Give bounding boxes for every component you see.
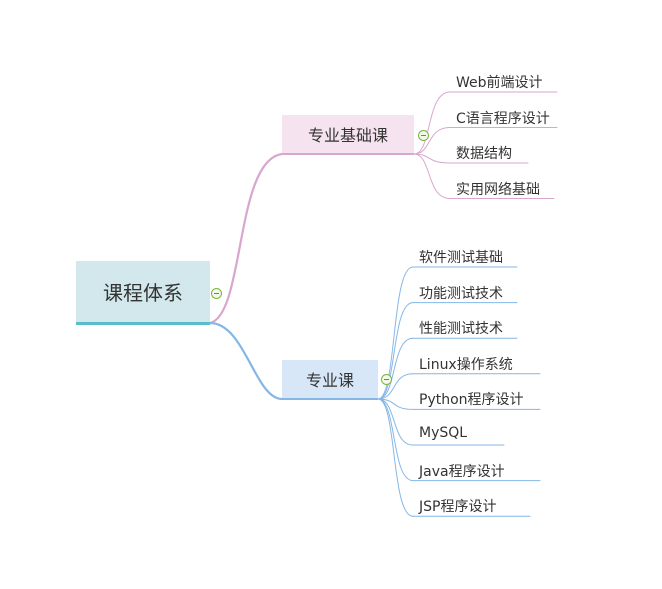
connector-0-2 (413, 153, 451, 164)
leaf-node-0-0[interactable]: Web前端设计 (456, 75, 543, 91)
leaf-node-1-0[interactable]: 软件测试基础 (419, 250, 503, 266)
leaf-node-0-1[interactable]: C语言程序设计 (456, 110, 550, 127)
root-to-foundation-connector (208, 152, 284, 325)
leaf-node-1-1[interactable]: 功能测试技术 (419, 285, 503, 302)
branch-node-foundation[interactable]: 专业基础课 (282, 115, 414, 155)
connector-0-1 (413, 127, 451, 155)
root-node[interactable]: 课程体系 (76, 261, 210, 325)
connector-1-7 (377, 398, 414, 517)
leaf-node-0-3[interactable]: 实用网络基础 (456, 181, 540, 198)
branch-node-major[interactable]: 专业课 (282, 360, 378, 400)
leaf-node-1-7[interactable]: JSP程序设计 (419, 499, 497, 516)
root-label: 课程体系 (103, 281, 183, 305)
leaf-node-1-2[interactable]: 性能测试技术 (419, 321, 503, 338)
foundation-collapse-icon[interactable] (418, 130, 429, 141)
leaf-node-1-3[interactable]: Linux操作系统 (419, 356, 513, 373)
connector-0-0 (413, 91, 451, 155)
connector-1-0 (377, 266, 414, 400)
leaf-node-1-6[interactable]: Java程序设计 (419, 463, 505, 480)
connector-1-5 (377, 398, 414, 446)
root-collapse-icon[interactable] (211, 288, 222, 299)
leaf-node-1-5[interactable]: MySQL (419, 425, 468, 441)
major-collapse-icon[interactable] (381, 374, 392, 385)
connector-1-2 (377, 337, 414, 400)
connector-0-3 (413, 153, 451, 199)
root-to-major-connector (208, 321, 284, 401)
leaf-node-0-2[interactable]: 数据结构 (456, 146, 512, 162)
branch-label-foundation: 专业基础课 (307, 126, 388, 145)
leaf-node-1-4[interactable]: Python程序设计 (419, 392, 524, 409)
branch-label-major: 专业课 (305, 371, 354, 390)
connector-1-1 (377, 302, 414, 400)
connector-1-3 (377, 373, 414, 400)
